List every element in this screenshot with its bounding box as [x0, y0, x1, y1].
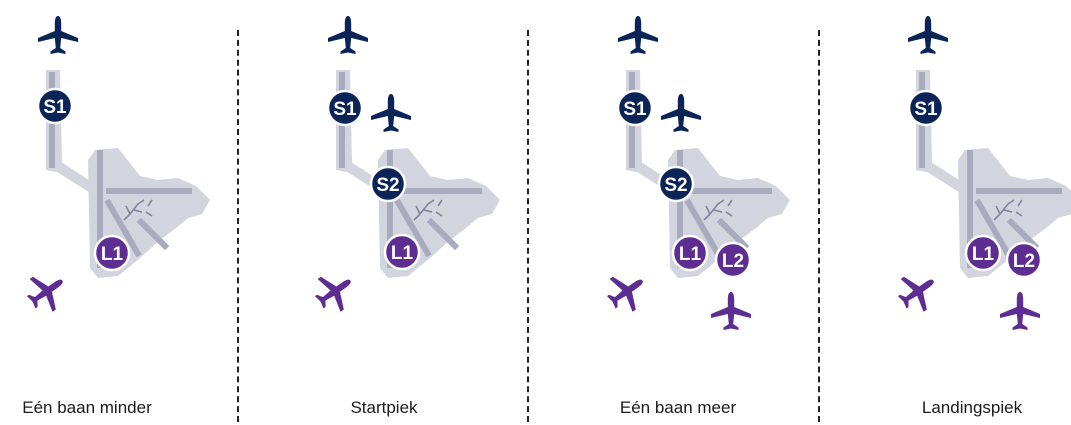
- panel-caption: Eén baan meer: [619, 398, 737, 417]
- panel-caption: Landingspiek: [921, 398, 1023, 417]
- runway-marker-label: S1: [914, 99, 938, 120]
- runway-marker-s1: S1: [616, 89, 654, 127]
- panel-caption: Startpiek: [350, 398, 418, 417]
- airplane-icon: [26, 276, 63, 312]
- panel-divider: [818, 30, 820, 422]
- runway-marker-label: S1: [623, 99, 647, 120]
- airplane-icon: [606, 276, 643, 312]
- runway-marker-label: S1: [333, 99, 357, 120]
- airplane-icon: [711, 292, 751, 330]
- airplane-icon: [38, 16, 78, 54]
- airplane-icon: [328, 16, 368, 54]
- runway-marker-label: L1: [679, 244, 702, 265]
- runway-marker-l1: L1: [964, 234, 1002, 272]
- runway-marker-l2: L2: [1005, 241, 1043, 279]
- runway-marker-label: L1: [101, 244, 124, 265]
- runway-marker-label: L2: [1013, 251, 1035, 272]
- runway-marker-label: S2: [664, 175, 687, 196]
- runway-marker-l1: L1: [383, 233, 421, 271]
- airplane-icon: [371, 94, 411, 132]
- runway-marker-l2: L2: [714, 241, 752, 279]
- runway-marker-s2: S2: [369, 165, 407, 203]
- runway-marker-s1: S1: [36, 87, 74, 125]
- runway-marker-s1: S1: [326, 89, 364, 127]
- airplane-icon: [661, 94, 701, 132]
- panel-caption: Eén baan minder: [22, 398, 152, 417]
- runway-marker-label: L1: [972, 244, 995, 265]
- runway-marker-label: L1: [391, 243, 414, 264]
- panel-divider: [527, 30, 529, 422]
- airplane-icon: [618, 16, 658, 54]
- runway-marker-label: S1: [43, 97, 67, 118]
- runway-marker-l1: L1: [93, 234, 131, 272]
- runway-marker-l1: L1: [671, 234, 709, 272]
- airplane-icon: [897, 276, 934, 312]
- runway-marker-s2: S2: [657, 165, 695, 203]
- airplane-icon: [314, 276, 351, 312]
- panel-divider: [237, 30, 239, 422]
- airplane-icon: [908, 16, 948, 54]
- airplane-icon: [1000, 292, 1040, 330]
- runway-marker-s1: S1: [907, 89, 945, 127]
- runway-marker-label: S2: [376, 175, 399, 196]
- runway-marker-label: L2: [722, 251, 744, 272]
